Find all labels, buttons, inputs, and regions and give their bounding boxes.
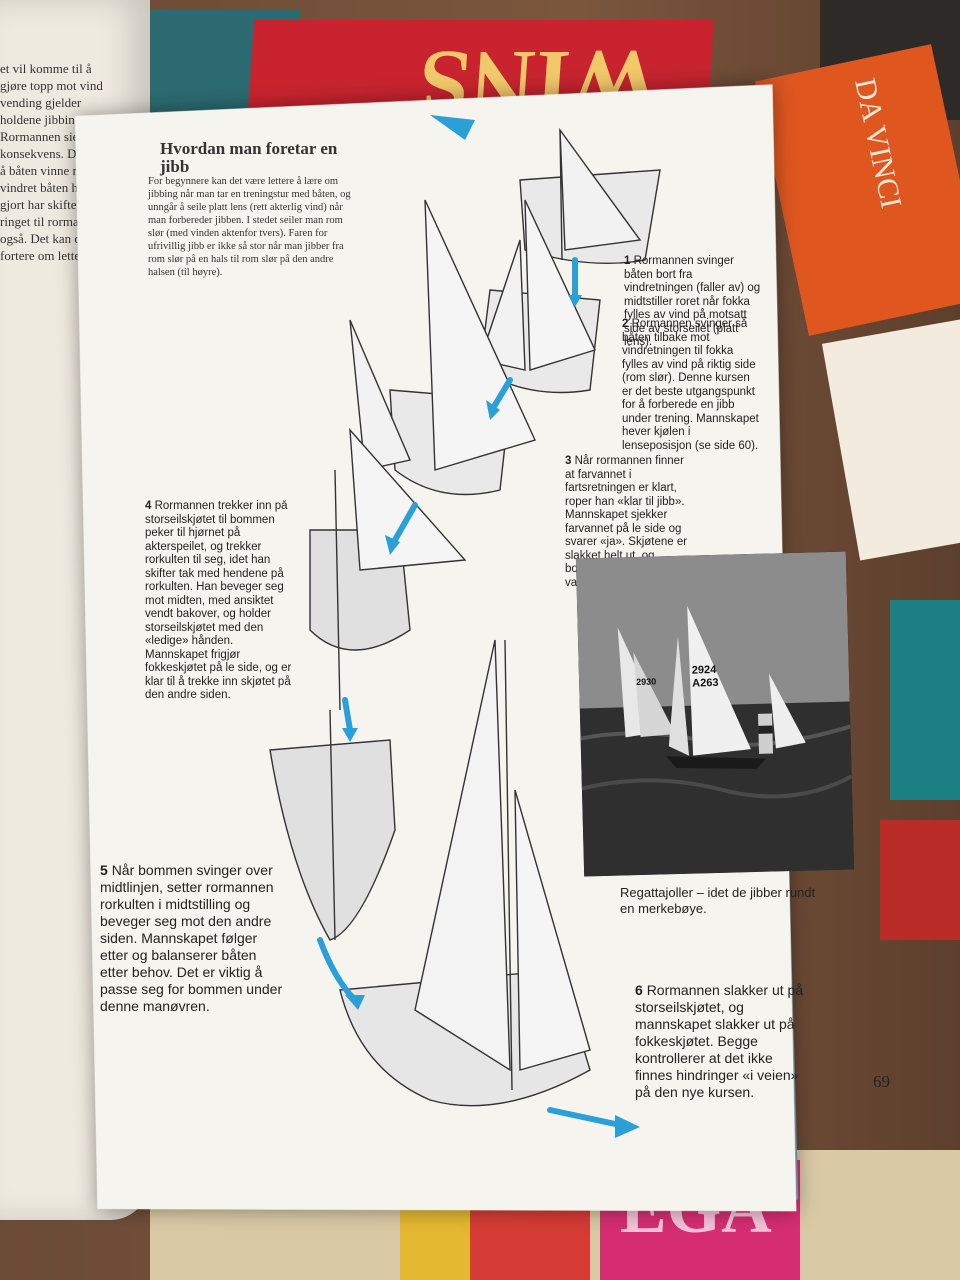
- page-number: 69: [873, 1072, 890, 1091]
- arrow-2: [492, 377, 513, 408]
- sail-2: [479, 239, 526, 371]
- step-3-caption: 3 Når rormannen finner at farvannet i fa…: [565, 455, 695, 590]
- step-5-caption: 5 Når bommen svinger over midtlinjen, se…: [100, 862, 285, 1015]
- arrow-6: [547, 1107, 623, 1128]
- step-number: 6: [635, 982, 643, 998]
- sail-1: [559, 127, 642, 251]
- step-number: 3: [565, 455, 572, 467]
- sail-6: [414, 639, 511, 1072]
- step-text: Rormannen svinger så båten tilbake mot v…: [622, 318, 759, 452]
- step-text: Når rormannen finner at farvannet i fart…: [565, 455, 688, 589]
- step-text: Rormannen svinger båten bort fra vindret…: [624, 255, 761, 348]
- step-number: 4: [145, 500, 152, 512]
- regatta-photo-image: 2924 A263 2930: [575, 551, 855, 877]
- sail-number-3: A263: [692, 677, 719, 690]
- page-title: Hvordan man foretar en jibb: [160, 139, 338, 176]
- sail-number-1: 2924: [692, 664, 718, 677]
- intro-text: For begynnere kan det være lettere å lær…: [148, 176, 351, 278]
- step-text: Når bommen svinger over midtlinjen, sett…: [100, 862, 283, 1014]
- step-number: 1: [624, 255, 631, 267]
- step-text: Rormannen slakker ut på storseilskjøtet,…: [635, 982, 804, 1100]
- step-1-caption: 1 Rormannen svinger båten bort fra vindr…: [624, 255, 764, 350]
- spine-text-davinci: DA VINCI: [848, 75, 908, 212]
- red-book-spine: [880, 820, 960, 940]
- sail-4: [349, 427, 467, 571]
- sail-number-2: 2930: [636, 677, 656, 688]
- arrow-4: [342, 697, 353, 733]
- step-number: 2: [622, 318, 629, 330]
- regatta-photo: 2924 A263 2930: [575, 551, 855, 877]
- teal-book-spine: [890, 600, 960, 800]
- arrow-3: [392, 502, 418, 543]
- step-2-caption: 2 Rormannen svinger så båten tilbake mot…: [622, 318, 762, 453]
- step-6-caption: 6 Rormannen slakker ut på storseilskjøte…: [635, 982, 805, 1101]
- jibbing-illustration: [269, 115, 661, 1138]
- step-number: 5: [100, 862, 108, 878]
- photo-caption: Regattajoller – idet de jibber rundt en …: [620, 885, 816, 916]
- arrow-5: [317, 937, 358, 1003]
- arrow-top: [430, 115, 475, 140]
- sail-3: [424, 199, 536, 471]
- step-4-caption: 4 Rormannen trekker inn på storseilskjøt…: [145, 500, 295, 703]
- step-text: Rormannen trekker inn på storseilskjøtet…: [145, 500, 292, 701]
